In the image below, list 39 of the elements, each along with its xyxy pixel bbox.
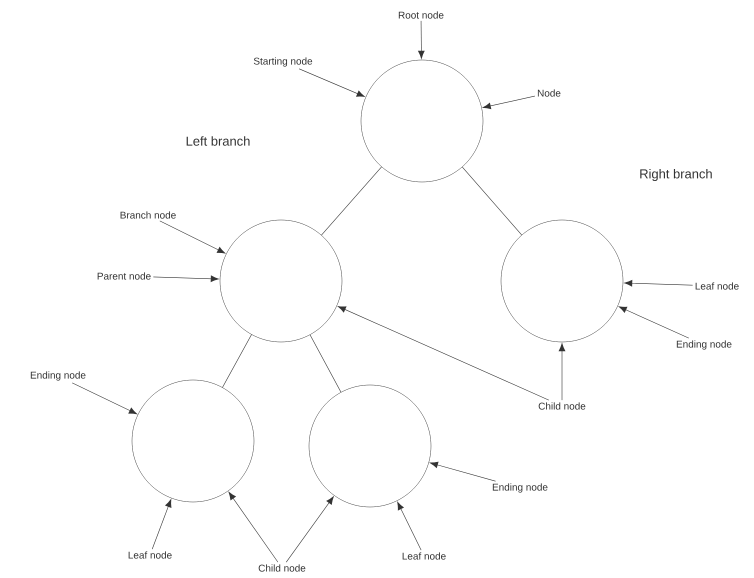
node-label: Leaf node	[696, 282, 739, 290]
node-label: Branch node	[120, 211, 176, 219]
leader-arrow	[152, 499, 172, 550]
branch-label: Left branch	[186, 136, 250, 146]
circle-node	[360, 60, 484, 182]
leader-arrow	[418, 20, 425, 59]
tree-branch-line	[462, 166, 522, 236]
node-label: Leaf node	[402, 552, 446, 560]
circle-node	[132, 380, 254, 502]
leader-arrow	[160, 220, 226, 254]
leader-arrow	[624, 280, 693, 287]
leader-arrow	[286, 496, 334, 562]
leader-arrow	[397, 502, 422, 550]
node-label: Starting node	[254, 57, 312, 67]
circle-node	[220, 220, 342, 342]
node-label: Ending node	[30, 371, 86, 381]
leader-arrow	[298, 68, 365, 97]
circle-node	[500, 220, 624, 342]
leader-arrow	[72, 382, 138, 414]
leader-arrow	[338, 306, 550, 400]
node-label: Child node	[538, 402, 586, 410]
leader-arrow	[482, 96, 536, 110]
node-label: Parent node	[98, 272, 151, 280]
leader-arrow	[228, 492, 278, 562]
tree-branch-line	[321, 166, 382, 236]
leader-arrow	[430, 462, 496, 482]
node-label: Child node	[258, 564, 306, 572]
circle-node	[308, 384, 432, 508]
tree-branch-line	[222, 334, 252, 388]
node-label: Ending node	[676, 340, 732, 350]
node-label: Node	[538, 89, 560, 97]
leader-arrow	[618, 306, 690, 338]
tree-branch-line	[310, 334, 342, 392]
leader-arrow	[153, 276, 219, 282]
node-label: Leaf node	[128, 551, 172, 559]
branch-label: Right branch	[640, 168, 712, 182]
node-label: Root node	[398, 11, 444, 19]
leader-arrow	[558, 343, 566, 400]
node-label: Ending node	[492, 483, 548, 493]
